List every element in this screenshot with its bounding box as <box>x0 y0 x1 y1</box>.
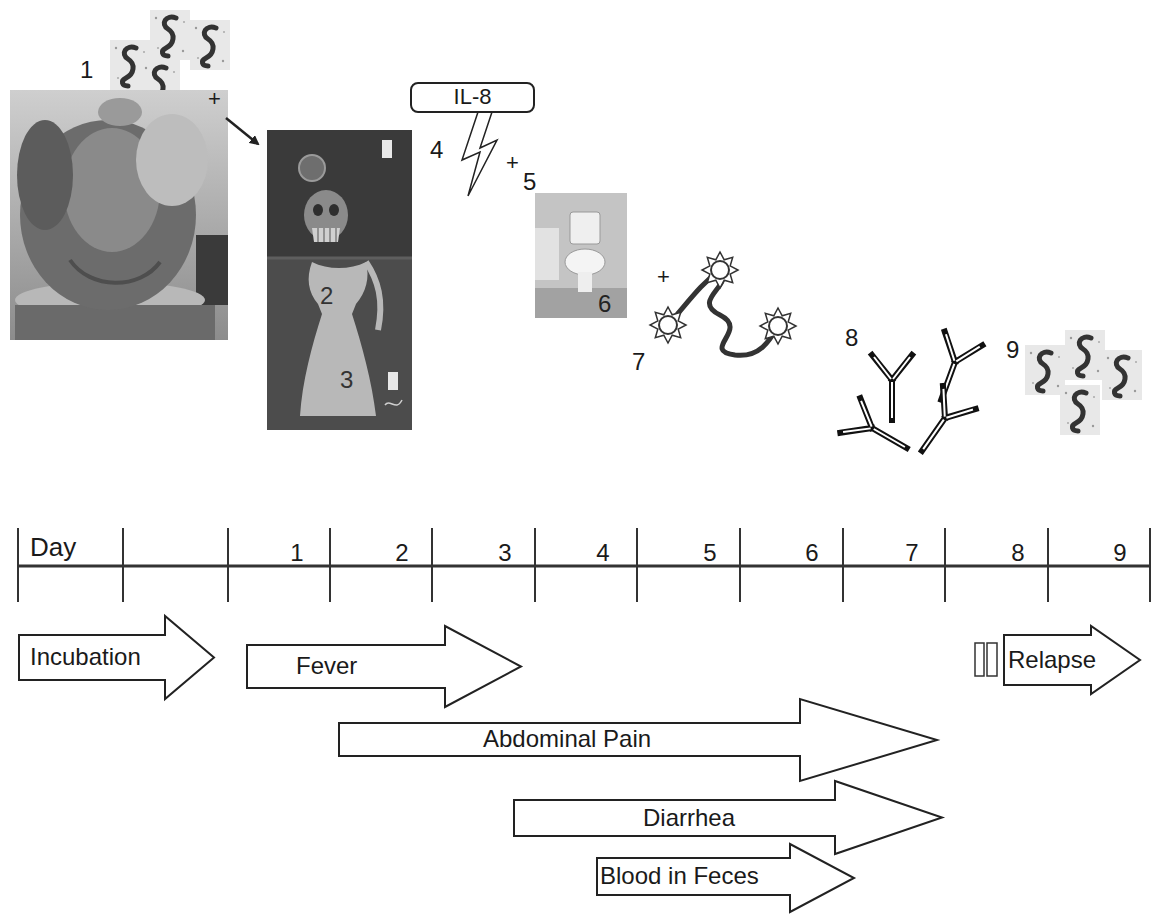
day-number: 7 <box>905 541 918 565</box>
antibodies <box>840 332 982 466</box>
break-marks <box>975 643 997 676</box>
day-number: 9 <box>1113 541 1126 565</box>
arrow-label: Abdominal Pain <box>483 726 651 752</box>
callout-number: 2 <box>320 284 333 308</box>
symptom-arrow: Relapse <box>1003 625 1141 695</box>
symptom-arrow: Incubation <box>18 615 215 700</box>
toilet-photo <box>535 193 627 318</box>
callout-number: 3 <box>340 368 353 392</box>
callout-number: 4 <box>430 138 443 162</box>
day-number: 5 <box>703 541 716 565</box>
day-number: 3 <box>498 541 511 565</box>
plus-sign: + <box>506 152 519 174</box>
arrow-label: Relapse <box>1008 647 1096 673</box>
day-number: 2 <box>395 541 408 565</box>
callout-number: 5 <box>523 170 536 194</box>
symptom-arrow: Abdominal Pain <box>338 698 938 782</box>
lightning-bolt <box>462 112 497 196</box>
arrow-label: Incubation <box>30 644 141 670</box>
day-number: 8 <box>1011 541 1024 565</box>
arrow-outline <box>247 626 521 707</box>
arrow-shape <box>246 625 522 708</box>
callout-number: 6 <box>598 292 611 316</box>
callout-number: 1 <box>80 58 93 82</box>
pointer-arrow <box>226 118 258 144</box>
arrow-label: Fever <box>296 653 357 679</box>
callout-number: 7 <box>632 350 645 374</box>
symptom-arrow: Fever <box>246 625 522 708</box>
bacterium-flagella <box>650 252 796 355</box>
painting <box>267 130 412 430</box>
plus-sign: + <box>208 88 221 110</box>
day-number: 4 <box>596 541 609 565</box>
cytokine-box: IL-8 <box>410 82 535 113</box>
callout-number: 8 <box>845 326 858 350</box>
day-number: 1 <box>290 541 303 565</box>
arrow-label: Diarrhea <box>643 805 735 831</box>
arrow-outline <box>514 781 942 854</box>
arrow-outline <box>339 699 937 781</box>
arrow-label: Blood in Feces <box>600 863 759 889</box>
arrow-outline <box>597 844 854 912</box>
chicken-photo <box>10 90 228 340</box>
arrow-outline <box>1004 626 1140 694</box>
day-number: 6 <box>805 541 818 565</box>
symptom-arrow: Blood in Feces <box>596 843 855 913</box>
axis-label: Day <box>30 534 76 560</box>
callout-number: 9 <box>1006 338 1019 362</box>
timeline-axis <box>18 528 1150 602</box>
arrow-outline <box>19 616 214 699</box>
symptom-arrow: Diarrhea <box>513 780 943 855</box>
bacteria-tiles <box>1025 330 1142 435</box>
box-label: IL-8 <box>454 85 492 109</box>
plus-sign: + <box>657 266 670 288</box>
